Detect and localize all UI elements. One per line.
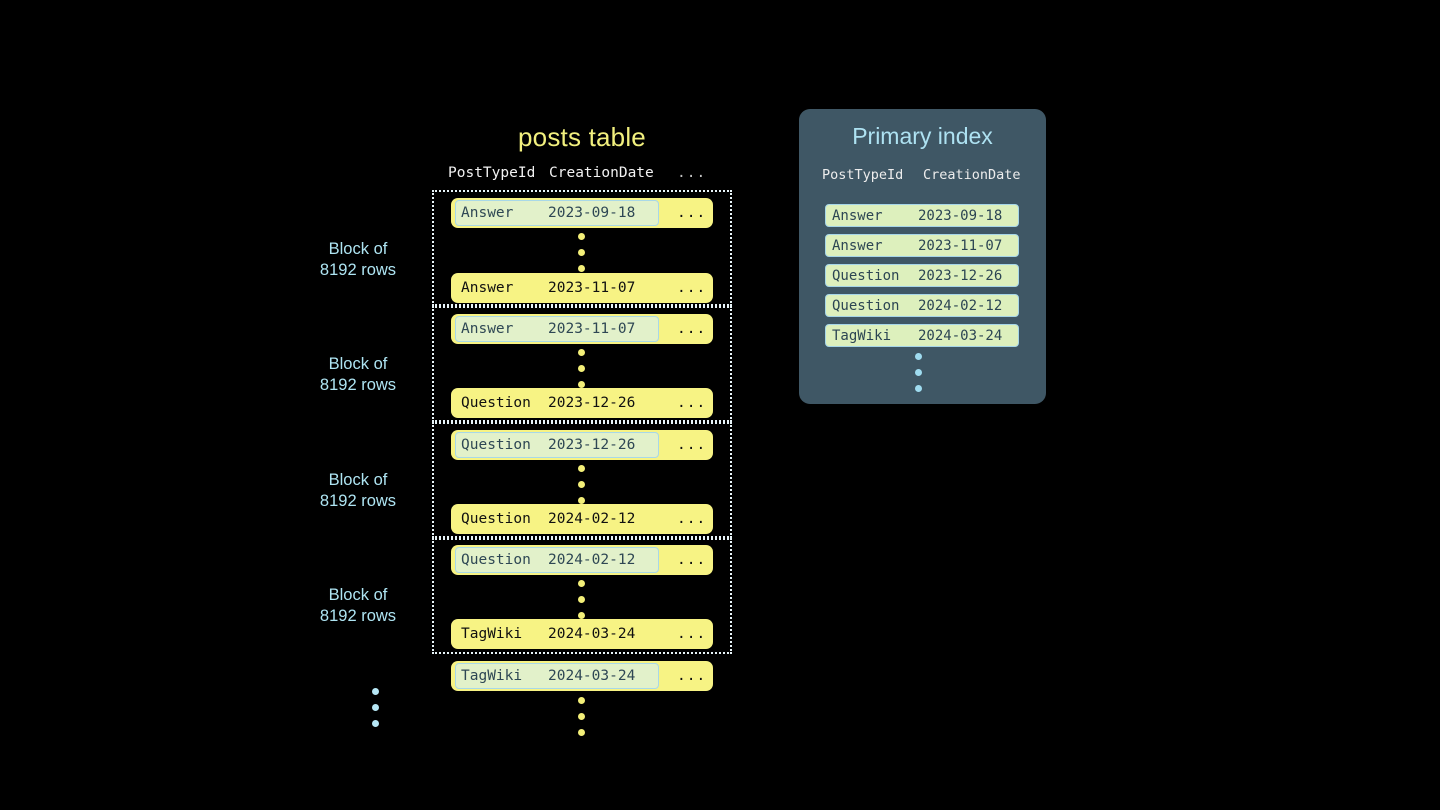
primary-index-column-headers: PostTypeId CreationDate (799, 167, 1046, 187)
posts-table-title: posts table (518, 122, 646, 152)
cell-creationdate: 2024-02-12 (548, 511, 636, 527)
posts-row-1-first[interactable]: Answer 2023-09-18 ... (451, 198, 713, 228)
cell-more: ... (677, 321, 707, 337)
cell-more: ... (677, 626, 707, 642)
index-key-highlight (455, 316, 659, 342)
index-entry-4[interactable]: Question 2024-02-12 (825, 294, 1019, 317)
index-cell-posttypeid: TagWiki (832, 327, 892, 344)
index-entry-1[interactable]: Answer 2023-09-18 (825, 204, 1019, 227)
posts-row-1-last[interactable]: Answer 2023-11-07 ... (451, 273, 713, 303)
posts-row-trailing[interactable]: TagWiki 2024-03-24 ... (451, 661, 713, 691)
index-key-highlight (455, 432, 659, 458)
primary-index-continuation-dots (915, 353, 923, 392)
block-4 (432, 538, 732, 654)
block-4-label: Block of 8192 rows (288, 585, 428, 627)
posts-table-continuation-dots (578, 697, 586, 736)
index-key-highlight (455, 547, 659, 573)
posts-row-2-first[interactable]: Answer 2023-11-07 ... (451, 314, 713, 344)
block-3-label-line1: Block of (328, 471, 388, 489)
block-1-label-line1: Block of (328, 240, 388, 258)
column-header-ellipsis: ... (677, 165, 707, 181)
primary-index-panel: Primary index PostTypeId CreationDate An… (799, 109, 1046, 404)
index-cell-creationdate: 2023-09-18 (918, 207, 1003, 224)
cell-posttypeid: Answer (461, 321, 514, 337)
index-entry-3[interactable]: Question 2023-12-26 (825, 264, 1019, 287)
cell-creationdate: 2023-11-07 (548, 321, 636, 337)
cell-creationdate: 2023-12-26 (548, 395, 636, 411)
posts-row-4-last[interactable]: TagWiki 2024-03-24 ... (451, 619, 713, 649)
cell-creationdate: 2024-03-24 (548, 626, 636, 642)
block-3-label: Block of 8192 rows (288, 470, 428, 512)
posts-row-gap-dots-4 (578, 580, 586, 619)
posts-table-column-headers: PostTypeId CreationDate ... (432, 165, 732, 187)
primary-index-title: Primary index (852, 123, 993, 149)
cell-creationdate: 2023-09-18 (548, 205, 636, 221)
posts-row-3-last[interactable]: Question 2024-02-12 ... (451, 504, 713, 534)
index-column-header-creationdate: CreationDate (923, 167, 1021, 183)
cell-more: ... (677, 395, 707, 411)
cell-posttypeid: Question (461, 395, 531, 411)
index-cell-creationdate: 2023-11-07 (918, 237, 1003, 254)
cell-posttypeid: Question (461, 437, 531, 453)
cell-posttypeid: Answer (461, 205, 514, 221)
cell-more: ... (677, 437, 707, 453)
blocks-continuation-dots (372, 688, 380, 727)
cell-posttypeid: Question (461, 511, 531, 527)
cell-creationdate: 2024-02-12 (548, 552, 636, 568)
cell-more: ... (677, 668, 707, 684)
index-entry-2[interactable]: Answer 2023-11-07 (825, 234, 1019, 257)
index-cell-creationdate: 2023-12-26 (918, 267, 1003, 284)
block-2-label: Block of 8192 rows (288, 354, 428, 396)
index-cell-posttypeid: Question (832, 267, 900, 284)
block-4-label-line1: Block of (328, 586, 388, 604)
posts-row-2-last[interactable]: Question 2023-12-26 ... (451, 388, 713, 418)
cell-more: ... (677, 511, 707, 527)
block-2-label-line1: Block of (328, 355, 388, 373)
block-4-label-line2: 8192 rows (319, 607, 397, 625)
posts-row-4-first[interactable]: Question 2024-02-12 ... (451, 545, 713, 575)
posts-row-gap-dots-3 (578, 465, 586, 504)
posts-row-gap-dots-1 (578, 233, 586, 272)
block-1-label-line2: 8192 rows (319, 261, 397, 279)
cell-more: ... (677, 205, 707, 221)
cell-more: ... (677, 552, 707, 568)
index-cell-posttypeid: Question (832, 297, 900, 314)
cell-creationdate: 2024-03-24 (548, 668, 636, 684)
block-2-label-line2: 8192 rows (319, 376, 397, 394)
column-header-creationdate: CreationDate (549, 165, 654, 181)
column-header-posttypeid: PostTypeId (448, 165, 536, 181)
block-3 (432, 422, 732, 538)
index-cell-creationdate: 2024-02-12 (918, 297, 1003, 314)
posts-row-3-first[interactable]: Question 2023-12-26 ... (451, 430, 713, 460)
cell-posttypeid: Question (461, 552, 531, 568)
index-key-highlight (455, 200, 659, 226)
index-cell-posttypeid: Answer (832, 237, 883, 254)
block-1-label: Block of 8192 rows (288, 239, 428, 281)
cell-posttypeid: Answer (461, 280, 514, 296)
block-3-label-line2: 8192 rows (319, 492, 397, 510)
cell-more: ... (677, 280, 707, 296)
cell-creationdate: 2023-11-07 (548, 280, 636, 296)
index-key-highlight (455, 663, 659, 689)
cell-creationdate: 2023-12-26 (548, 437, 636, 453)
index-entry-5[interactable]: TagWiki 2024-03-24 (825, 324, 1019, 347)
index-cell-creationdate: 2024-03-24 (918, 327, 1003, 344)
posts-row-gap-dots-2 (578, 349, 586, 388)
cell-posttypeid: TagWiki (461, 626, 523, 642)
cell-posttypeid: TagWiki (461, 668, 523, 684)
block-1 (432, 190, 732, 306)
block-2 (432, 306, 732, 422)
index-column-header-posttypeid: PostTypeId (822, 167, 904, 183)
index-cell-posttypeid: Answer (832, 207, 883, 224)
